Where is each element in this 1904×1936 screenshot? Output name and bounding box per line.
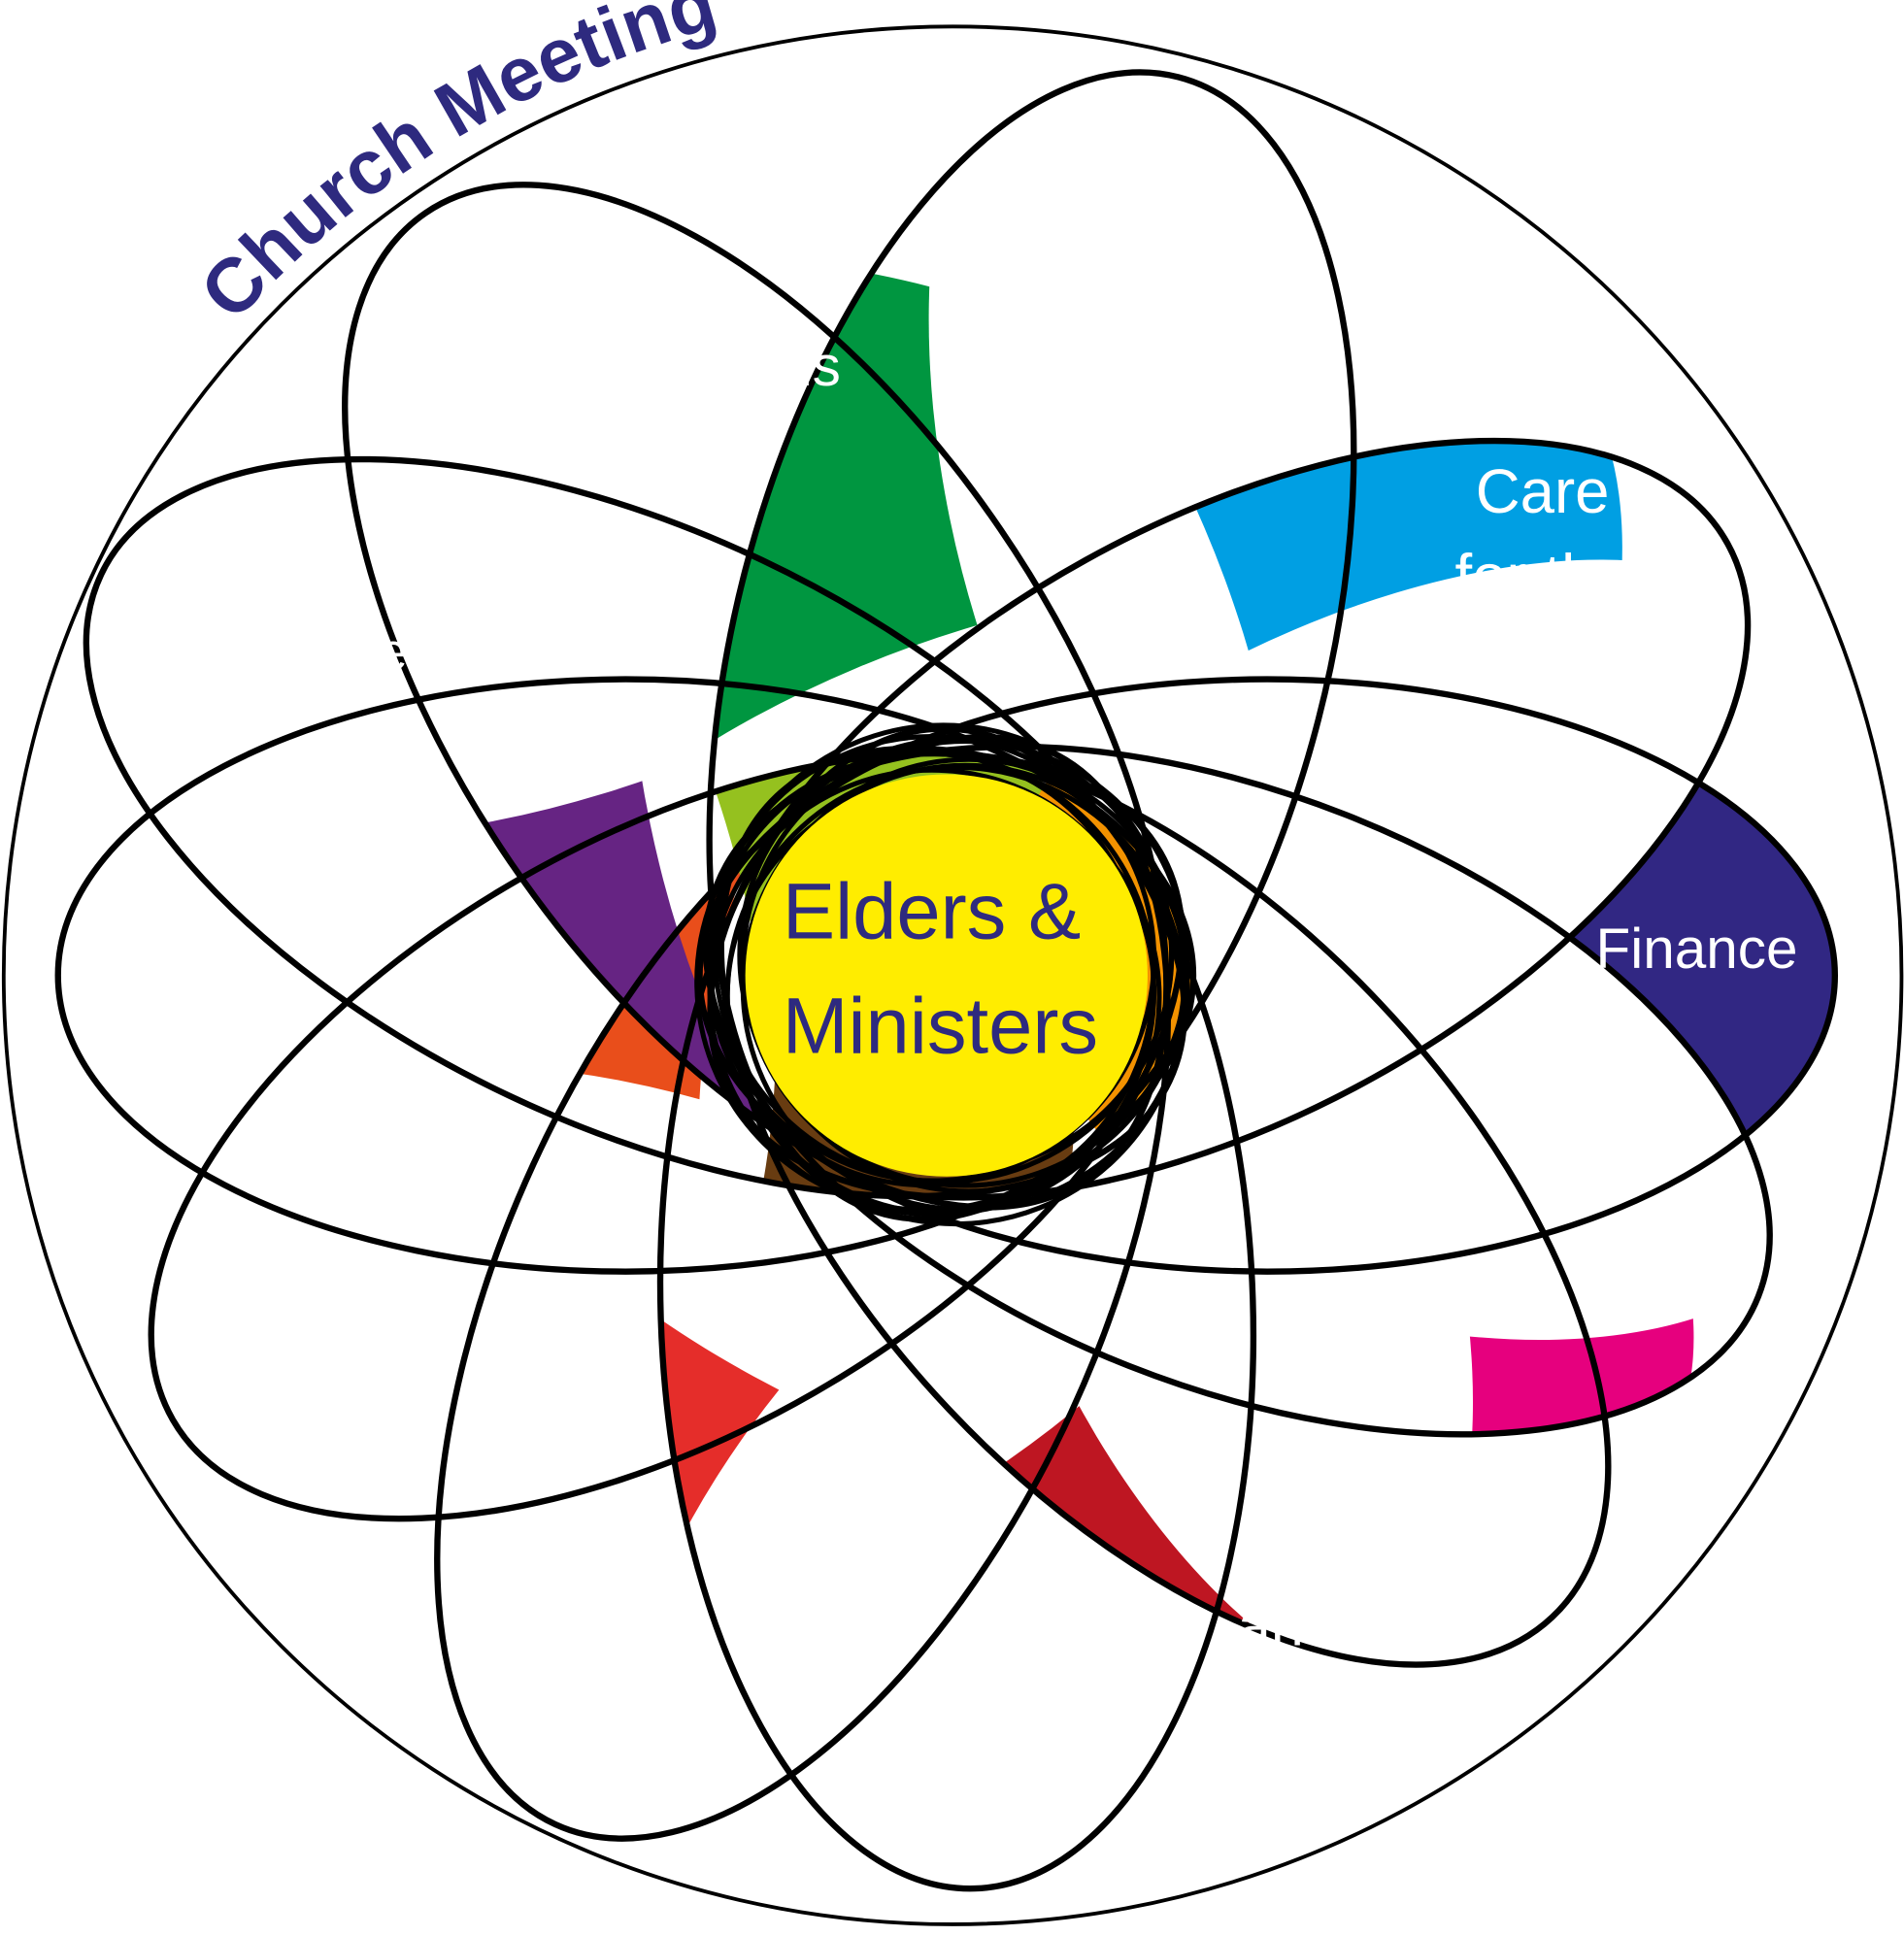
petal-outline-finance: [696, 676, 1839, 1275]
petal-outline-care-for-the-world: [707, 437, 1752, 1201]
pastoral-care-label-line-2: Care: [107, 1032, 214, 1087]
adult-education-label-line-1: Adult: [244, 1300, 373, 1363]
care-label-line-3: World: [1462, 626, 1622, 695]
elders-label-line-2: Ministers: [783, 983, 1098, 1071]
care-label-line-1: Care: [1476, 457, 1610, 526]
petal-outline-communications: [342, 182, 1170, 1211]
finance-label: Finance: [1596, 918, 1798, 981]
elders-label-line-1: Elders &: [783, 867, 1081, 955]
adult-education-label-line-2: Education: [193, 1388, 423, 1446]
ring-circle: [740, 738, 1190, 1188]
worship-label: Worship: [985, 268, 1237, 345]
children-label-line-1: Children: [1259, 1510, 1480, 1576]
children-label-line-2: and Youth: [1238, 1592, 1501, 1658]
petal-outlines: [54, 69, 1839, 1892]
communications-label: Communications: [418, 335, 840, 398]
maintenance-label: Maintenance: [111, 623, 408, 681]
church-meeting-outer-circle: [1, 24, 1904, 1926]
hospitality-label: Hospitality: [862, 1716, 1113, 1777]
petal-outline-pastoral-care: [54, 676, 1197, 1275]
pastoral-care-label-line-1: Pastoral: [70, 960, 251, 1016]
care-label-line-2: for the: [1455, 543, 1630, 612]
elders-center-circle: [745, 774, 1148, 1177]
